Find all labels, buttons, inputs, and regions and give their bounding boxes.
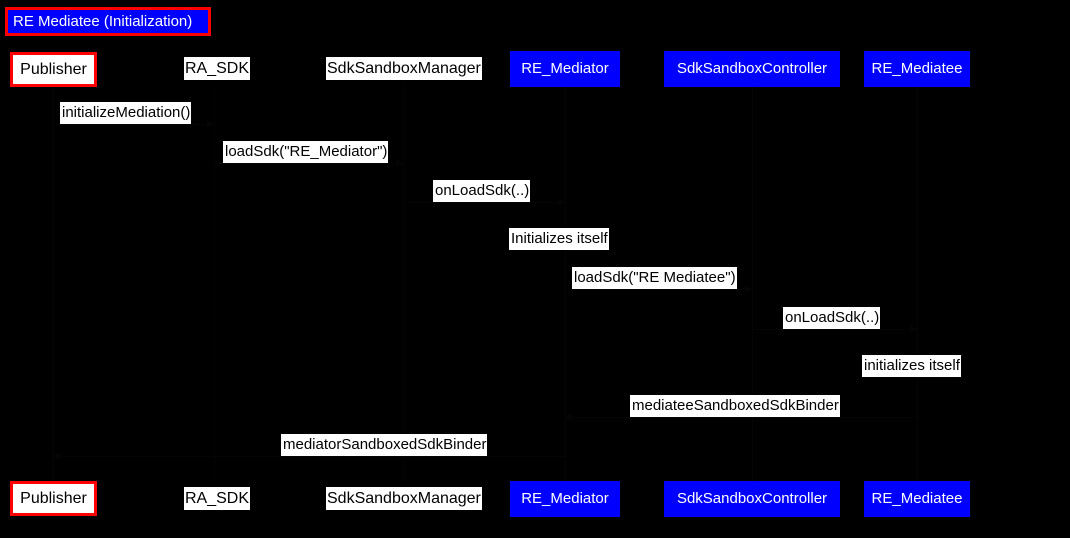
message-label-load-sdk-mediator: loadSdk("RE_Mediator")	[223, 141, 389, 163]
message-label-mediatee-sandboxed-sdk-binder: mediateeSandboxedSdkBinder	[630, 395, 840, 417]
arrow-head-mediatee-binder	[565, 413, 572, 421]
message-label-load-sdk-mediatee: loadSdk("RE Mediatee")	[572, 267, 737, 289]
diagram-title: RE Mediatee (Initialization)	[5, 7, 211, 36]
participant-top-sdksandboxmanager[interactable]: SdkSandboxManager	[326, 57, 482, 80]
participant-bottom-sdksandboxmanager[interactable]: SdkSandboxManager	[326, 487, 482, 510]
lifeline-publisher	[53, 86, 54, 481]
participant-bottom-ra-sdk-label: RA_SDK	[185, 490, 250, 507]
participant-top-sdksandboxmanager-label: SdkSandboxManager	[327, 60, 481, 77]
lifeline-re-mediatee	[917, 86, 918, 481]
message-label-initialize-mediation: initializeMediation()	[60, 102, 192, 124]
participant-top-ra-sdk-label: RA_SDK	[185, 60, 250, 77]
participant-top-sdksandboxcontroller[interactable]: SdkSandboxController	[664, 51, 840, 87]
participant-bottom-sdksandboxcontroller[interactable]: SdkSandboxController	[664, 481, 840, 517]
message-label-mediator-sandboxed-sdk-binder: mediatorSandboxedSdkBinder	[281, 434, 488, 456]
participant-top-re-mediatee[interactable]: RE_Mediatee	[864, 51, 970, 87]
participant-top-re-mediator[interactable]: RE_Mediator	[510, 51, 620, 87]
arrow-load-sdk-mediator	[214, 163, 403, 164]
participant-top-sdksandboxcontroller-label: SdkSandboxController	[676, 60, 828, 77]
message-label-mediatee-initializes-itself: initializes itself	[862, 355, 961, 377]
participant-bottom-ra-sdk[interactable]: RA_SDK	[184, 487, 251, 510]
arrow-on-load-sdk-mediatee	[752, 329, 917, 330]
participant-top-publisher[interactable]: Publisher	[10, 52, 97, 87]
arrow-initialize-mediation	[53, 124, 214, 125]
arrow-head-initialize-mediation	[207, 120, 214, 128]
participant-bottom-re-mediatee-label: RE_Mediatee	[871, 490, 963, 507]
participant-top-re-mediator-label: RE_Mediator	[521, 60, 609, 77]
message-label-mediator-initializes-itself: Initializes itself	[509, 228, 609, 250]
participant-top-publisher-label: Publisher	[20, 61, 87, 78]
arrow-mediator-self-init	[565, 250, 605, 251]
participant-top-re-mediatee-label: RE_Mediatee	[871, 60, 963, 77]
message-label-on-load-sdk-mediatee: onLoadSdk(..)	[783, 307, 881, 329]
arrow-on-load-sdk-mediator	[403, 202, 565, 203]
participant-bottom-sdksandboxmanager-label: SdkSandboxManager	[327, 490, 481, 507]
lifeline-sdksandboxcontroller	[752, 86, 753, 481]
arrow-load-sdk-mediatee	[565, 289, 752, 290]
lifeline-re-mediator	[565, 86, 566, 481]
participant-bottom-publisher[interactable]: Publisher	[10, 481, 97, 516]
arrow-head-on-load-sdk-mediatee	[910, 325, 917, 333]
participant-bottom-publisher-label: Publisher	[20, 490, 87, 507]
participant-top-ra-sdk[interactable]: RA_SDK	[184, 57, 251, 80]
arrow-head-on-load-sdk-mediator	[558, 198, 565, 206]
participant-bottom-re-mediatee[interactable]: RE_Mediatee	[864, 481, 970, 517]
participant-bottom-sdksandboxcontroller-label: SdkSandboxController	[676, 490, 828, 507]
arrow-head-mediator-binder	[53, 452, 60, 460]
arrow-head-load-sdk-mediatee	[745, 285, 752, 293]
participant-bottom-re-mediator-label: RE_Mediator	[521, 490, 609, 507]
arrow-mediatee-self-init	[917, 377, 957, 378]
arrow-head-load-sdk-mediator	[396, 159, 403, 167]
message-label-on-load-sdk-mediator: onLoadSdk(..)	[433, 180, 531, 202]
arrow-mediatee-binder	[565, 417, 917, 418]
lifeline-ra-sdk	[214, 86, 215, 481]
lifeline-sdksandboxmanager	[403, 86, 404, 481]
participant-bottom-re-mediator[interactable]: RE_Mediator	[510, 481, 620, 517]
arrow-mediator-binder	[53, 456, 565, 457]
